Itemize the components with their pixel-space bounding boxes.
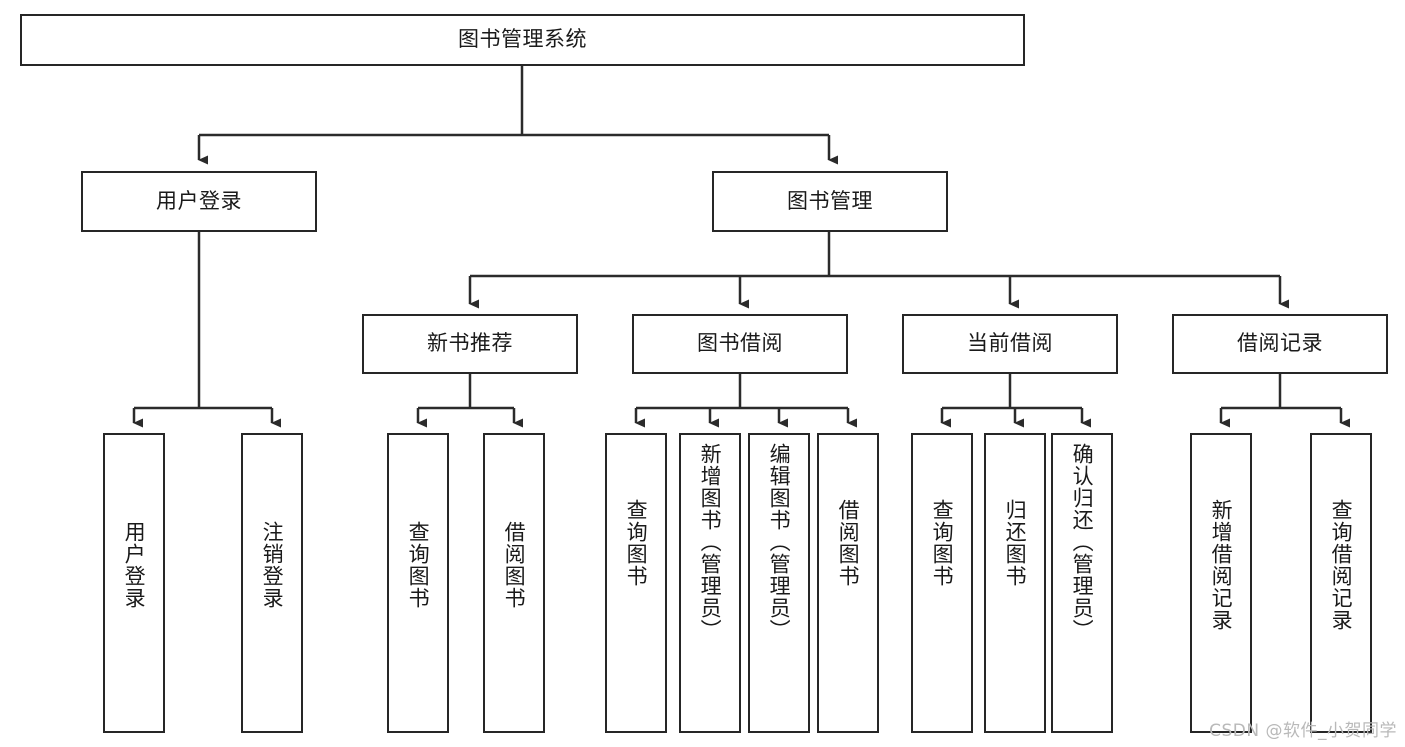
node-new-book-recommend[interactable]: 新书推荐	[362, 314, 578, 374]
leaf-add-book-admin-label: 新增图书（管理员）	[698, 443, 723, 641]
node-book-management[interactable]: 图书管理	[712, 171, 948, 232]
node-borrow-record[interactable]: 借阅记录	[1172, 314, 1388, 374]
leaf-borrow-book-bw[interactable]: 借阅图书	[817, 433, 879, 733]
leaf-user-login[interactable]: 用户登录	[103, 433, 165, 733]
leaf-add-book-admin[interactable]: 新增图书（管理员）	[679, 433, 741, 733]
leaf-borrow-book-nb-label: 借阅图书	[502, 521, 527, 609]
leaf-query-book-cb-label: 查询图书	[930, 499, 955, 587]
leaf-borrow-book-nb[interactable]: 借阅图书	[483, 433, 545, 733]
leaf-add-borrow-record[interactable]: 新增借阅记录	[1190, 433, 1252, 733]
node-root-label: 图书管理系统	[458, 27, 587, 52]
node-user-login[interactable]: 用户登录	[81, 171, 317, 232]
leaf-logout-label: 注销登录	[260, 521, 285, 609]
node-root[interactable]: 图书管理系统	[20, 14, 1025, 66]
leaf-edit-book-admin[interactable]: 编辑图书（管理员）	[748, 433, 810, 733]
leaf-user-login-label: 用户登录	[122, 521, 147, 609]
leaf-query-book-nb-label: 查询图书	[406, 521, 431, 609]
node-book-borrow[interactable]: 图书借阅	[632, 314, 848, 374]
leaf-logout[interactable]: 注销登录	[241, 433, 303, 733]
leaf-query-borrow-record[interactable]: 查询借阅记录	[1310, 433, 1372, 733]
leaf-edit-book-admin-label: 编辑图书（管理员）	[767, 443, 792, 641]
node-book-management-label: 图书管理	[787, 188, 873, 213]
node-current-borrow[interactable]: 当前借阅	[902, 314, 1118, 374]
leaf-query-borrow-record-label: 查询借阅记录	[1329, 499, 1354, 631]
watermark-text: CSDN @软件_小贺同学	[1209, 721, 1397, 741]
node-book-borrow-label: 图书借阅	[697, 331, 783, 356]
leaf-query-book-cb[interactable]: 查询图书	[911, 433, 973, 733]
leaf-confirm-return-admin-label: 确认归还（管理员）	[1070, 443, 1095, 641]
leaf-borrow-book-bw-label: 借阅图书	[836, 499, 861, 587]
leaf-query-book-nb[interactable]: 查询图书	[387, 433, 449, 733]
leaf-query-book-bw[interactable]: 查询图书	[605, 433, 667, 733]
leaf-confirm-return-admin[interactable]: 确认归还（管理员）	[1051, 433, 1113, 733]
leaf-return-book-label: 归还图书	[1003, 499, 1028, 587]
leaf-add-borrow-record-label: 新增借阅记录	[1209, 499, 1234, 631]
node-user-login-label: 用户登录	[156, 188, 242, 213]
node-borrow-record-label: 借阅记录	[1237, 331, 1323, 356]
leaf-query-book-bw-label: 查询图书	[624, 499, 649, 587]
leaf-return-book[interactable]: 归还图书	[984, 433, 1046, 733]
node-current-borrow-label: 当前借阅	[967, 331, 1053, 356]
node-new-book-recommend-label: 新书推荐	[427, 331, 513, 356]
